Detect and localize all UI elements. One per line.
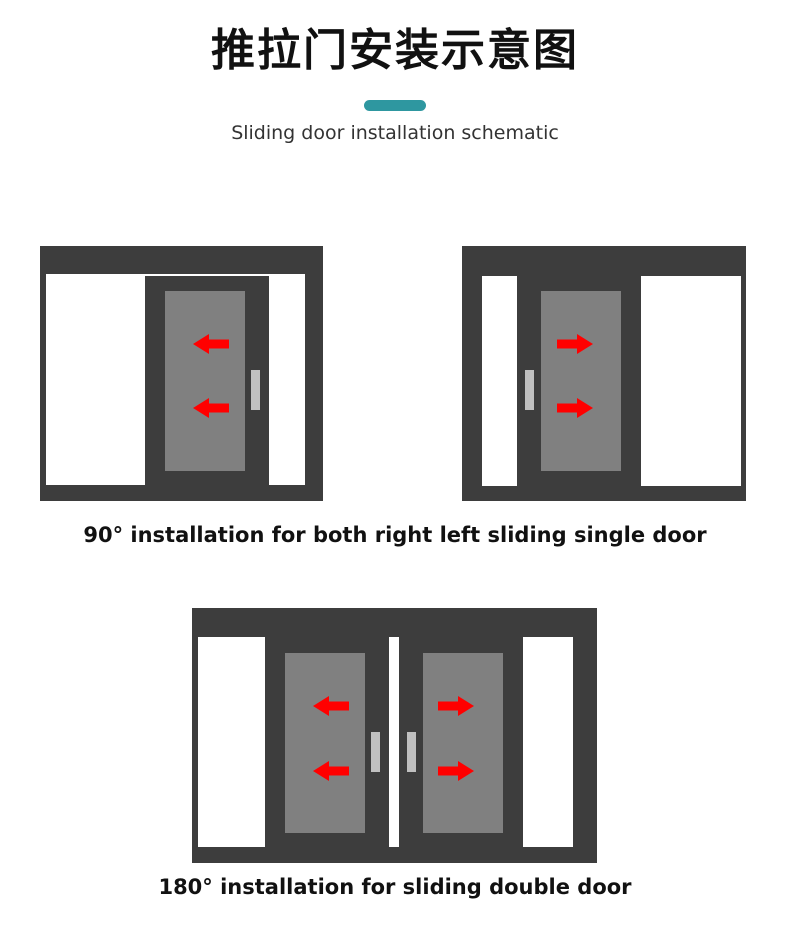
- single-door-left-diagram: [40, 246, 323, 501]
- accent-bar: [364, 100, 426, 111]
- door-handle-icon: [407, 732, 416, 772]
- glass-panel: [541, 291, 621, 471]
- left-glass-panel: [285, 653, 365, 833]
- door-handle-icon: [251, 370, 260, 410]
- door-handle-icon: [525, 370, 534, 410]
- single-door-right-diagram: [462, 246, 746, 501]
- glass-panel: [165, 291, 245, 471]
- page-title: 推拉门安装示意图: [211, 25, 579, 76]
- caption-double-door: 180° installation for sliding double doo…: [158, 875, 632, 899]
- page-subtitle: Sliding door installation schematic: [231, 122, 559, 144]
- right-glass-panel: [423, 653, 503, 833]
- caption-single-door: 90° installation for both right left sli…: [83, 523, 707, 547]
- double-door-diagram: [192, 608, 597, 863]
- door-handle-icon: [371, 732, 380, 772]
